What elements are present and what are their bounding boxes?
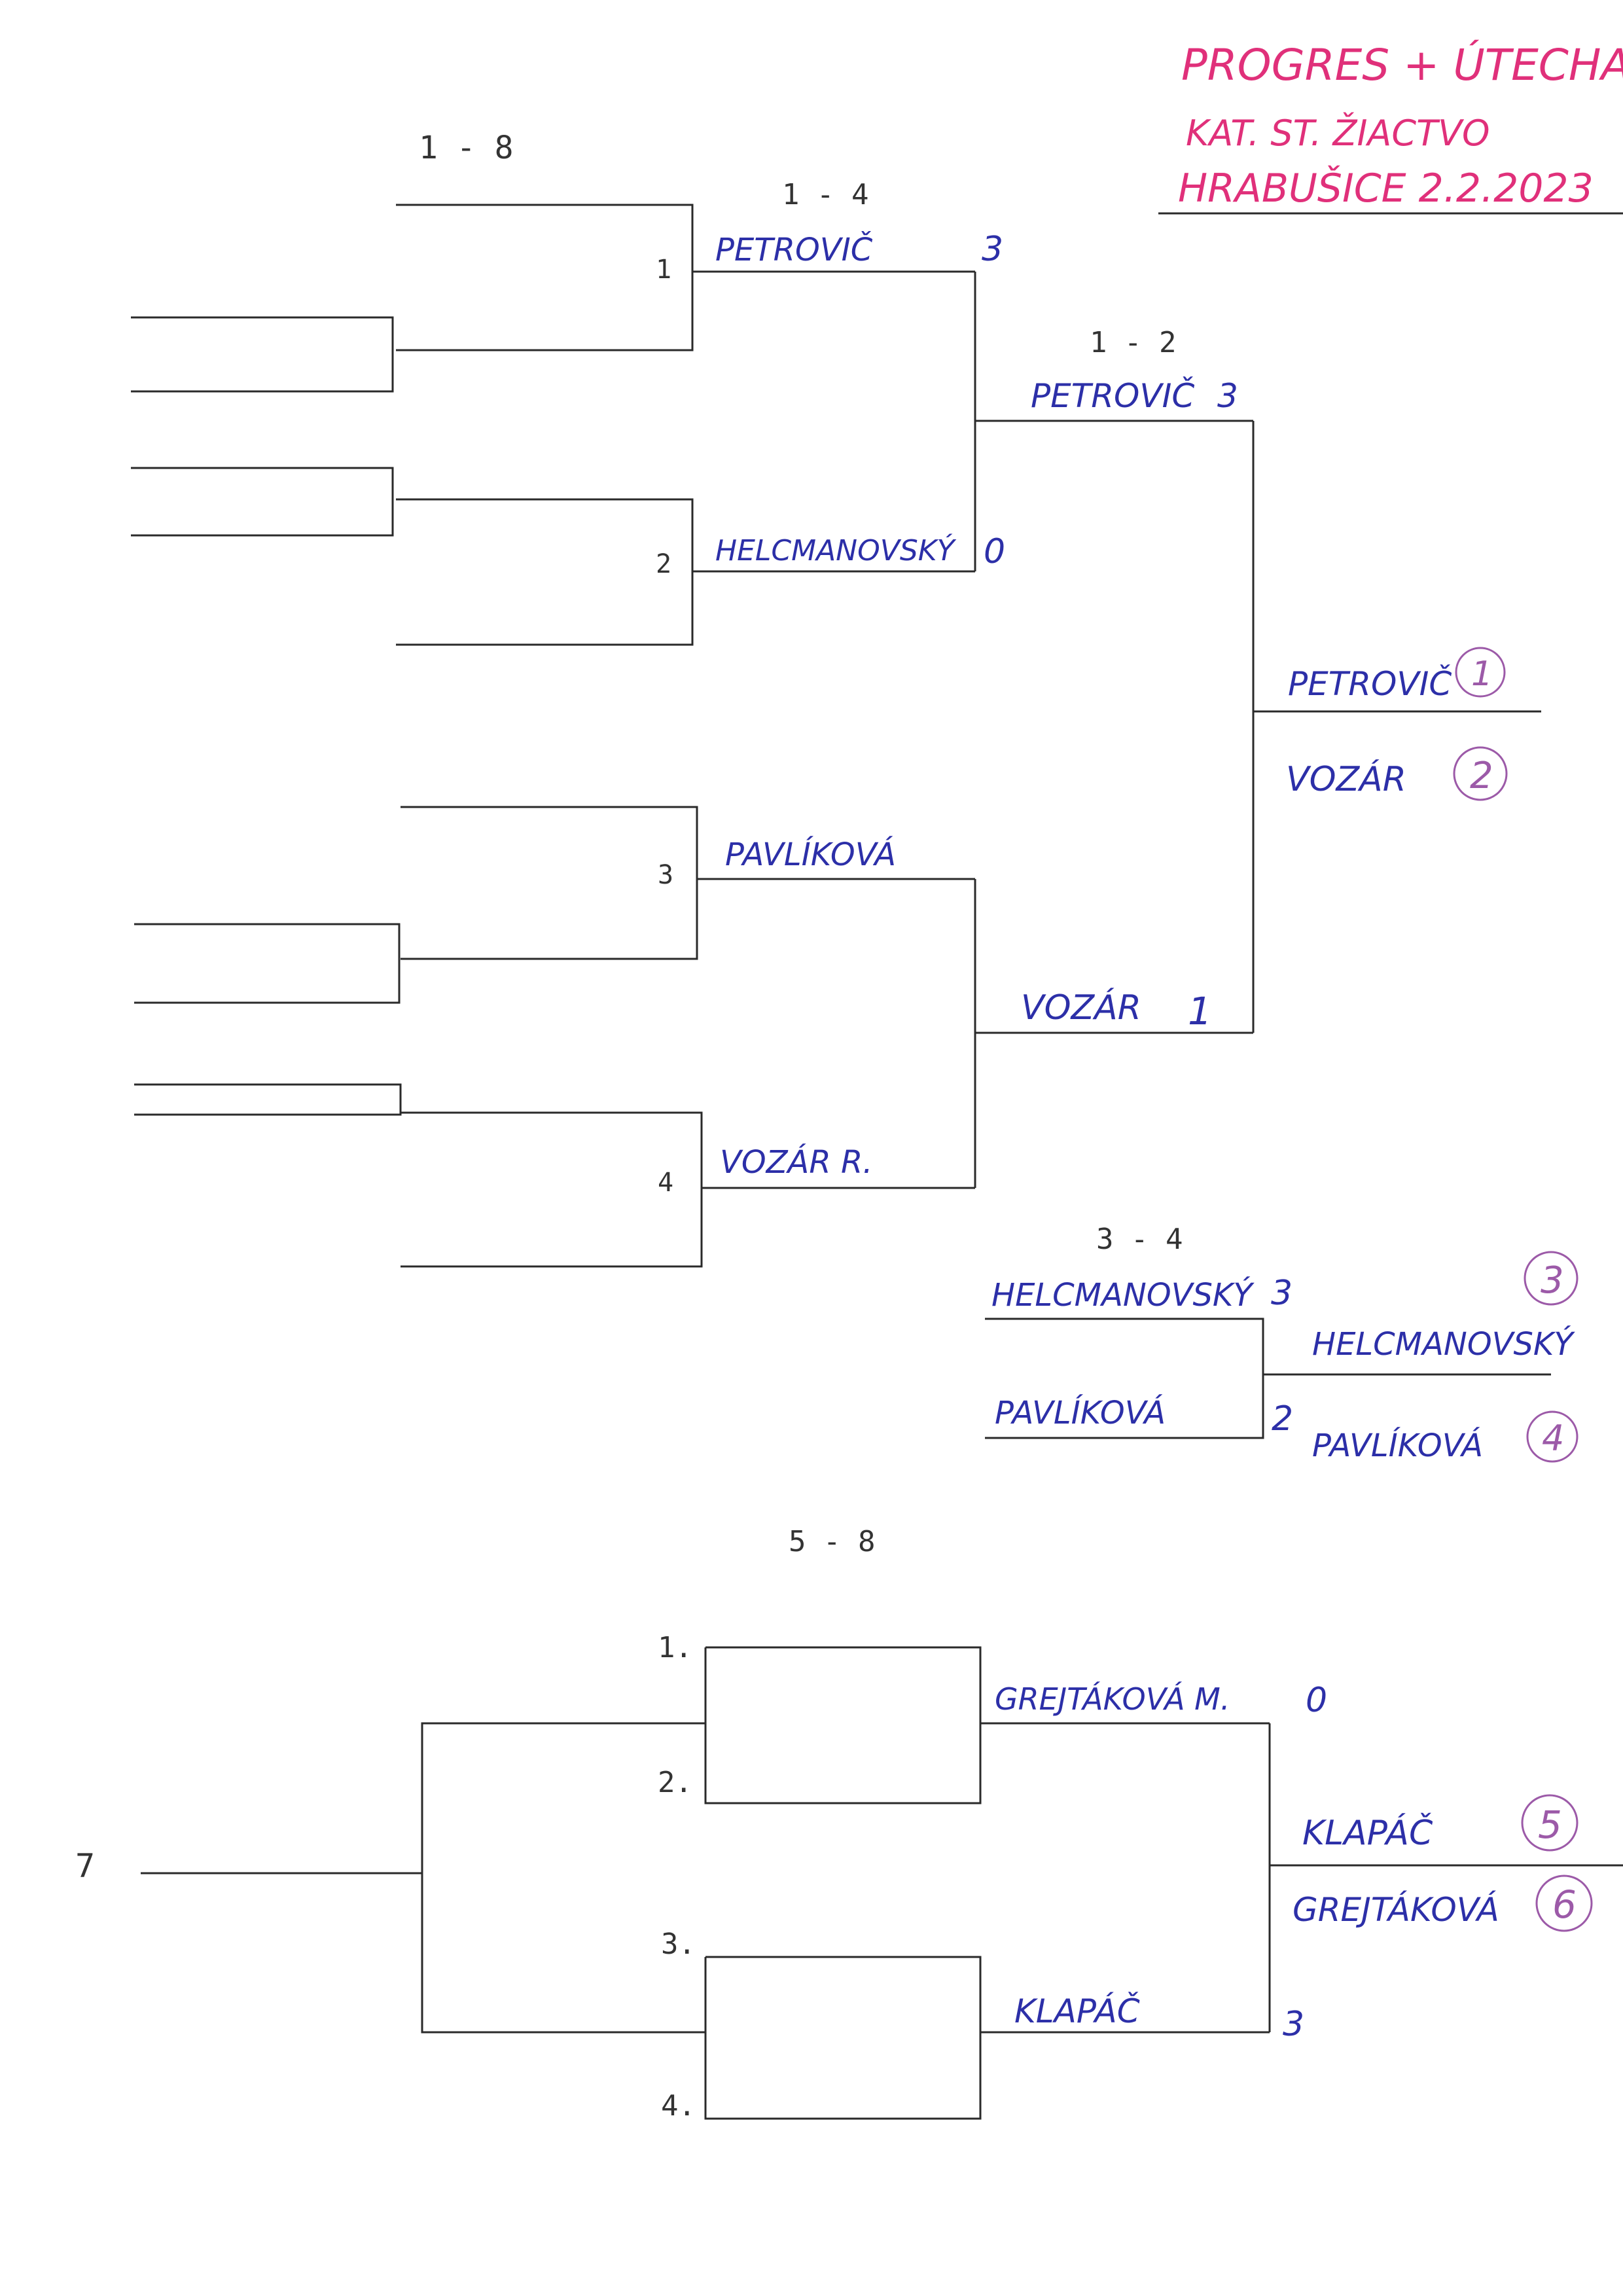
final-player-1: PETROVIČ [1288,664,1452,703]
place-5: 5 [1538,1803,1562,1847]
cons-side-number: 7 [75,1847,95,1885]
cons-score-2: 3 [1283,2005,1304,2044]
third-score-2: 2 [1272,1399,1293,1439]
header-title: PROGRES + ÚTECHA [1181,40,1623,90]
cons-player-1: GREJTÁKOVÁ M. [995,1681,1230,1717]
third-player-1: HELCMANOVSKÝ [991,1276,1255,1314]
place-5-circle [1521,1794,1578,1852]
place-2-circle [1453,746,1508,801]
cons-seed-3: 3. [661,1928,696,1961]
round-label-1-2: 1 - 2 [1090,326,1176,359]
cons-result-player-1: KLAPÁČ [1302,1812,1433,1853]
round-label-5-8: 5 - 8 [789,1525,875,1558]
sf-score-2: 1 [1188,989,1212,1033]
place-6-circle [1535,1874,1593,1932]
place-2: 2 [1470,755,1493,797]
qf-player-4: VOZÁR R. [720,1143,873,1181]
cons-seed-2: 2. [658,1766,692,1799]
third-player-2: PAVLÍKOVÁ [995,1394,1166,1431]
cons-seed-1: 1. [658,1631,692,1664]
seed-4: 4 [658,1168,673,1198]
cons-player-2: KLAPÁČ [1014,1992,1140,2030]
qf-score-2: 0 [984,532,1005,571]
place-3: 3 [1541,1259,1564,1302]
round-label-3-4: 3 - 4 [1096,1223,1183,1256]
place-4: 4 [1542,1418,1564,1459]
round-label-1-8: 1 - 8 [419,130,514,166]
seed-3: 3 [658,860,673,890]
seed-1: 1 [656,255,671,285]
main-bracket-lines [131,204,1623,2120]
sf-player-1: PETROVIČ [1031,376,1194,415]
third-result-player-1: HELCMANOVSKÝ [1312,1325,1575,1363]
cons-seed-4: 4. [661,2089,696,2123]
third-result-player-2: PAVLÍKOVÁ [1312,1427,1483,1464]
place-3-circle [1524,1251,1578,1306]
qf-player-1: PETROVIČ [715,231,873,268]
place-6: 6 [1552,1882,1577,1927]
place-4-circle [1526,1410,1578,1463]
qf-player-3: PAVLÍKOVÁ [725,836,896,873]
sf-score-1: 3 [1217,377,1238,415]
final-player-2: VOZÁR [1286,759,1406,799]
header: PROGRES + ÚTECHA KAT. ST. ŽIACTVO HRABUŠ… [1158,40,1623,215]
sf-player-2: VOZÁR [1021,988,1141,1028]
header-place-date: HRABUŠICE 2.2.2023 [1178,165,1594,211]
qf-player-2: HELCMANOVSKÝ [715,533,957,567]
round-label-1-4: 1 - 4 [782,178,868,211]
place-1: 1 [1471,655,1493,694]
header-category: KAT. ST. ŽIACTVO [1186,113,1490,154]
qf-score-1: 3 [982,230,1003,269]
cons-score-1: 0 [1306,1681,1327,1720]
place-1-circle [1455,647,1506,698]
cons-result-player-2: GREJTÁKOVÁ [1293,1890,1499,1929]
third-score-1: 3 [1271,1274,1293,1313]
seed-2: 2 [656,549,671,579]
